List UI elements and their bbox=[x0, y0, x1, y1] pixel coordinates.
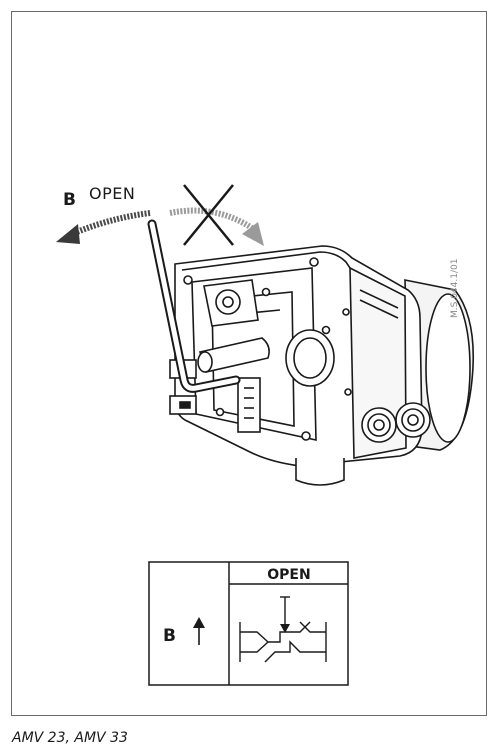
label-open-direction: OPEN bbox=[89, 184, 136, 203]
direction-table bbox=[148, 561, 349, 686]
label-direction-b: B bbox=[63, 190, 76, 210]
up-arrow-icon bbox=[193, 617, 205, 645]
figure-caption: AMV 23, AMV 33 bbox=[12, 730, 128, 746]
cross-mark-icon bbox=[183, 184, 234, 246]
allen-key bbox=[147, 219, 241, 393]
figure-frame bbox=[11, 11, 487, 716]
manual-shaft bbox=[197, 337, 270, 373]
cable-gland-left bbox=[361, 407, 397, 443]
forbidden-direction-arrow bbox=[169, 207, 264, 246]
potentiometer-disc bbox=[285, 329, 335, 387]
open-direction-arrow bbox=[56, 210, 151, 244]
table-header-open: OPEN bbox=[267, 567, 311, 583]
table-row-label-b: B bbox=[163, 626, 176, 646]
valve-flow-symbol-icon bbox=[239, 596, 327, 663]
cable-gland-right bbox=[395, 402, 431, 438]
actuator-body bbox=[169, 245, 475, 486]
drawing-reference-code: M.S.044.1/01 bbox=[450, 258, 460, 318]
